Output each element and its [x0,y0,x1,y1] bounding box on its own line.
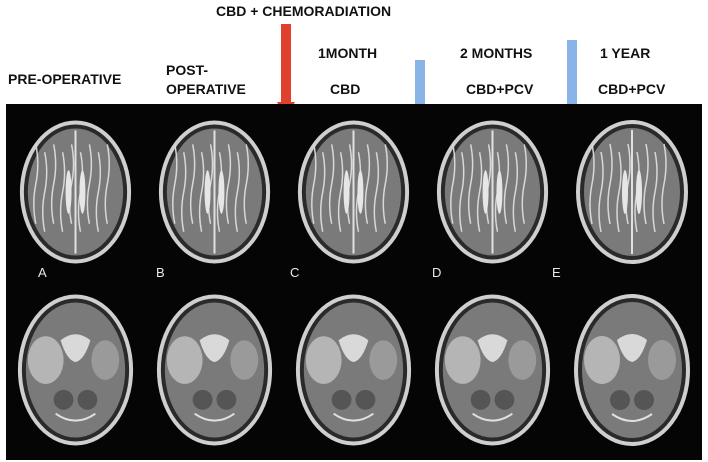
months2-sub-label: CBD+PCV [466,81,534,97]
mri-panel-months2-top [423,104,562,280]
postop-label-line1: POST- [166,62,209,78]
mri-panel-postop-bottom [145,280,284,460]
mri-panel-preop-top [6,104,145,280]
panel-letter-e: E [552,265,561,280]
treatment-label: CBD + CHEMORADIATION [216,3,392,19]
preop-label: PRE-OPERATIVE [8,71,122,87]
brain-scan-axial-bottom-icon [156,294,273,446]
brain-scan-axial-bottom-icon [574,294,690,446]
brain-scan-axial-bottom-icon [295,294,412,446]
brain-scan-axial-top-icon [19,120,132,264]
mri-panel-preop-bottom [6,280,145,460]
mri-panel-months2-bottom [423,280,562,460]
year1-label: 1 YEAR [600,45,651,61]
panel-letter-a: A [38,265,47,280]
postop-label-line2: OPERATIVE [166,81,246,97]
panel-letter-d: D [432,265,442,280]
brain-scan-axial-top-icon [158,120,271,264]
brain-scan-axial-top-icon [436,120,549,264]
year1-sub-label: CBD+PCV [598,81,666,97]
mri-panel-postop-top [145,104,284,280]
brain-scan-axial-top-icon [297,120,410,264]
month1-label: 1MONTH [318,45,378,61]
mri-panel-year1-top [562,104,702,280]
mri-panel-year1-bottom [562,280,702,460]
brain-scan-axial-top-icon [576,120,688,264]
month1-sub-label: CBD [330,81,361,97]
mri-panel-month1-top [284,104,423,280]
panel-letter-b: B [156,265,165,280]
brain-scan-axial-bottom-icon [434,294,551,446]
mri-panel-month1-bottom [284,280,423,460]
months2-label: 2 MONTHS [460,45,533,61]
panel-letter-c: C [290,265,300,280]
brain-scan-axial-bottom-icon [17,294,134,446]
